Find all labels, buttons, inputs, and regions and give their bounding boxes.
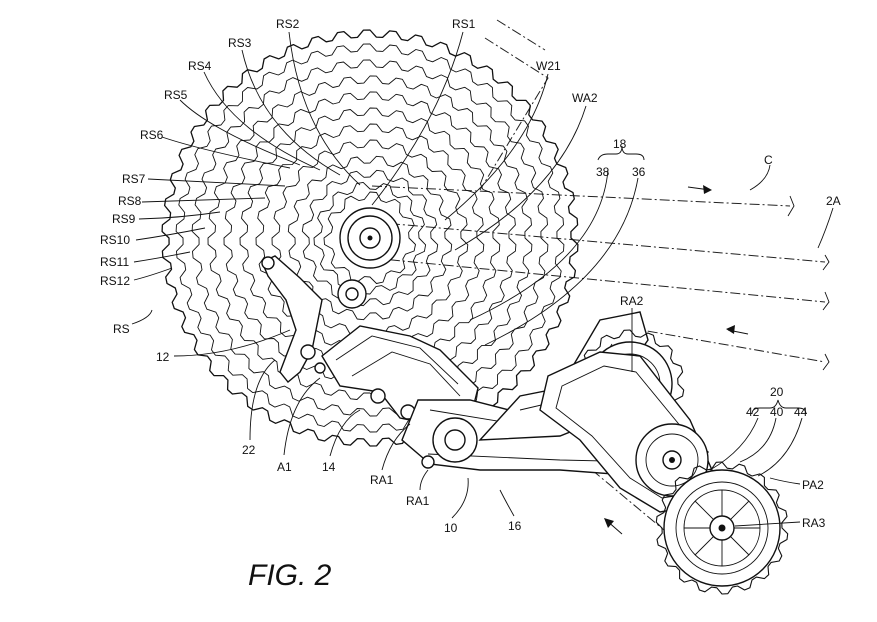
figure-title: FIG. 2 — [248, 559, 332, 592]
chain-cage — [539, 351, 713, 513]
label-rs8: RS8 — [118, 194, 142, 208]
reference-labels: RS1 RS2 RS3 RS4 RS5 RS6 RS7 RS8 RS9 RS10… — [100, 17, 841, 535]
sprocket-3 — [301, 169, 439, 307]
label-ra1-left: RA1 — [370, 473, 394, 487]
label-a1: A1 — [277, 460, 292, 474]
label-2a: 2A — [826, 194, 841, 208]
hub — [339, 207, 401, 269]
sprocket-6 — [255, 123, 485, 353]
label-rs12: RS12 — [100, 274, 130, 288]
chain-lines — [371, 19, 830, 561]
label-ra1-center: RA1 — [406, 494, 430, 508]
label-rs6: RS6 — [140, 128, 164, 142]
tension-pulley — [655, 461, 789, 595]
label-12: 12 — [156, 350, 170, 364]
label-pa2: PA2 — [802, 478, 824, 492]
label-wa2: WA2 — [572, 91, 598, 105]
sprocket-2 — [313, 181, 427, 295]
label-ra2: RA2 — [620, 294, 644, 308]
label-rs2: RS2 — [276, 17, 300, 31]
label-22: 22 — [242, 443, 256, 457]
label-10: 10 — [444, 521, 458, 535]
label-rs3: RS3 — [228, 36, 252, 50]
label-rs7: RS7 — [122, 172, 146, 186]
sprocket-4 — [287, 155, 453, 321]
label-w21: W21 — [536, 59, 561, 73]
label-38: 38 — [596, 165, 610, 179]
label-rs4: RS4 — [188, 59, 212, 73]
sprocket-1 — [323, 191, 416, 284]
label-rs10: RS10 — [100, 233, 130, 247]
label-44: 44 — [794, 405, 808, 419]
sprocket-5 — [271, 139, 469, 337]
label-20: 20 — [770, 385, 784, 399]
direction-arrows — [604, 185, 749, 535]
leader-lines — [131, 31, 834, 527]
label-14: 14 — [322, 460, 336, 474]
label-c: C — [764, 153, 773, 167]
label-16: 16 — [508, 519, 522, 533]
tension-pulley-teeth — [655, 461, 789, 595]
label-36: 36 — [632, 165, 646, 179]
label-rs11: RS11 — [100, 255, 129, 269]
label-18: 18 — [613, 137, 627, 151]
label-ra3: RA3 — [802, 516, 826, 530]
label-rs: RS — [113, 322, 130, 336]
label-rs5: RS5 — [164, 88, 188, 102]
label-rs9: RS9 — [112, 212, 136, 226]
label-40: 40 — [770, 405, 784, 419]
label-rs1: RS1 — [452, 17, 476, 31]
label-42: 42 — [746, 405, 760, 419]
